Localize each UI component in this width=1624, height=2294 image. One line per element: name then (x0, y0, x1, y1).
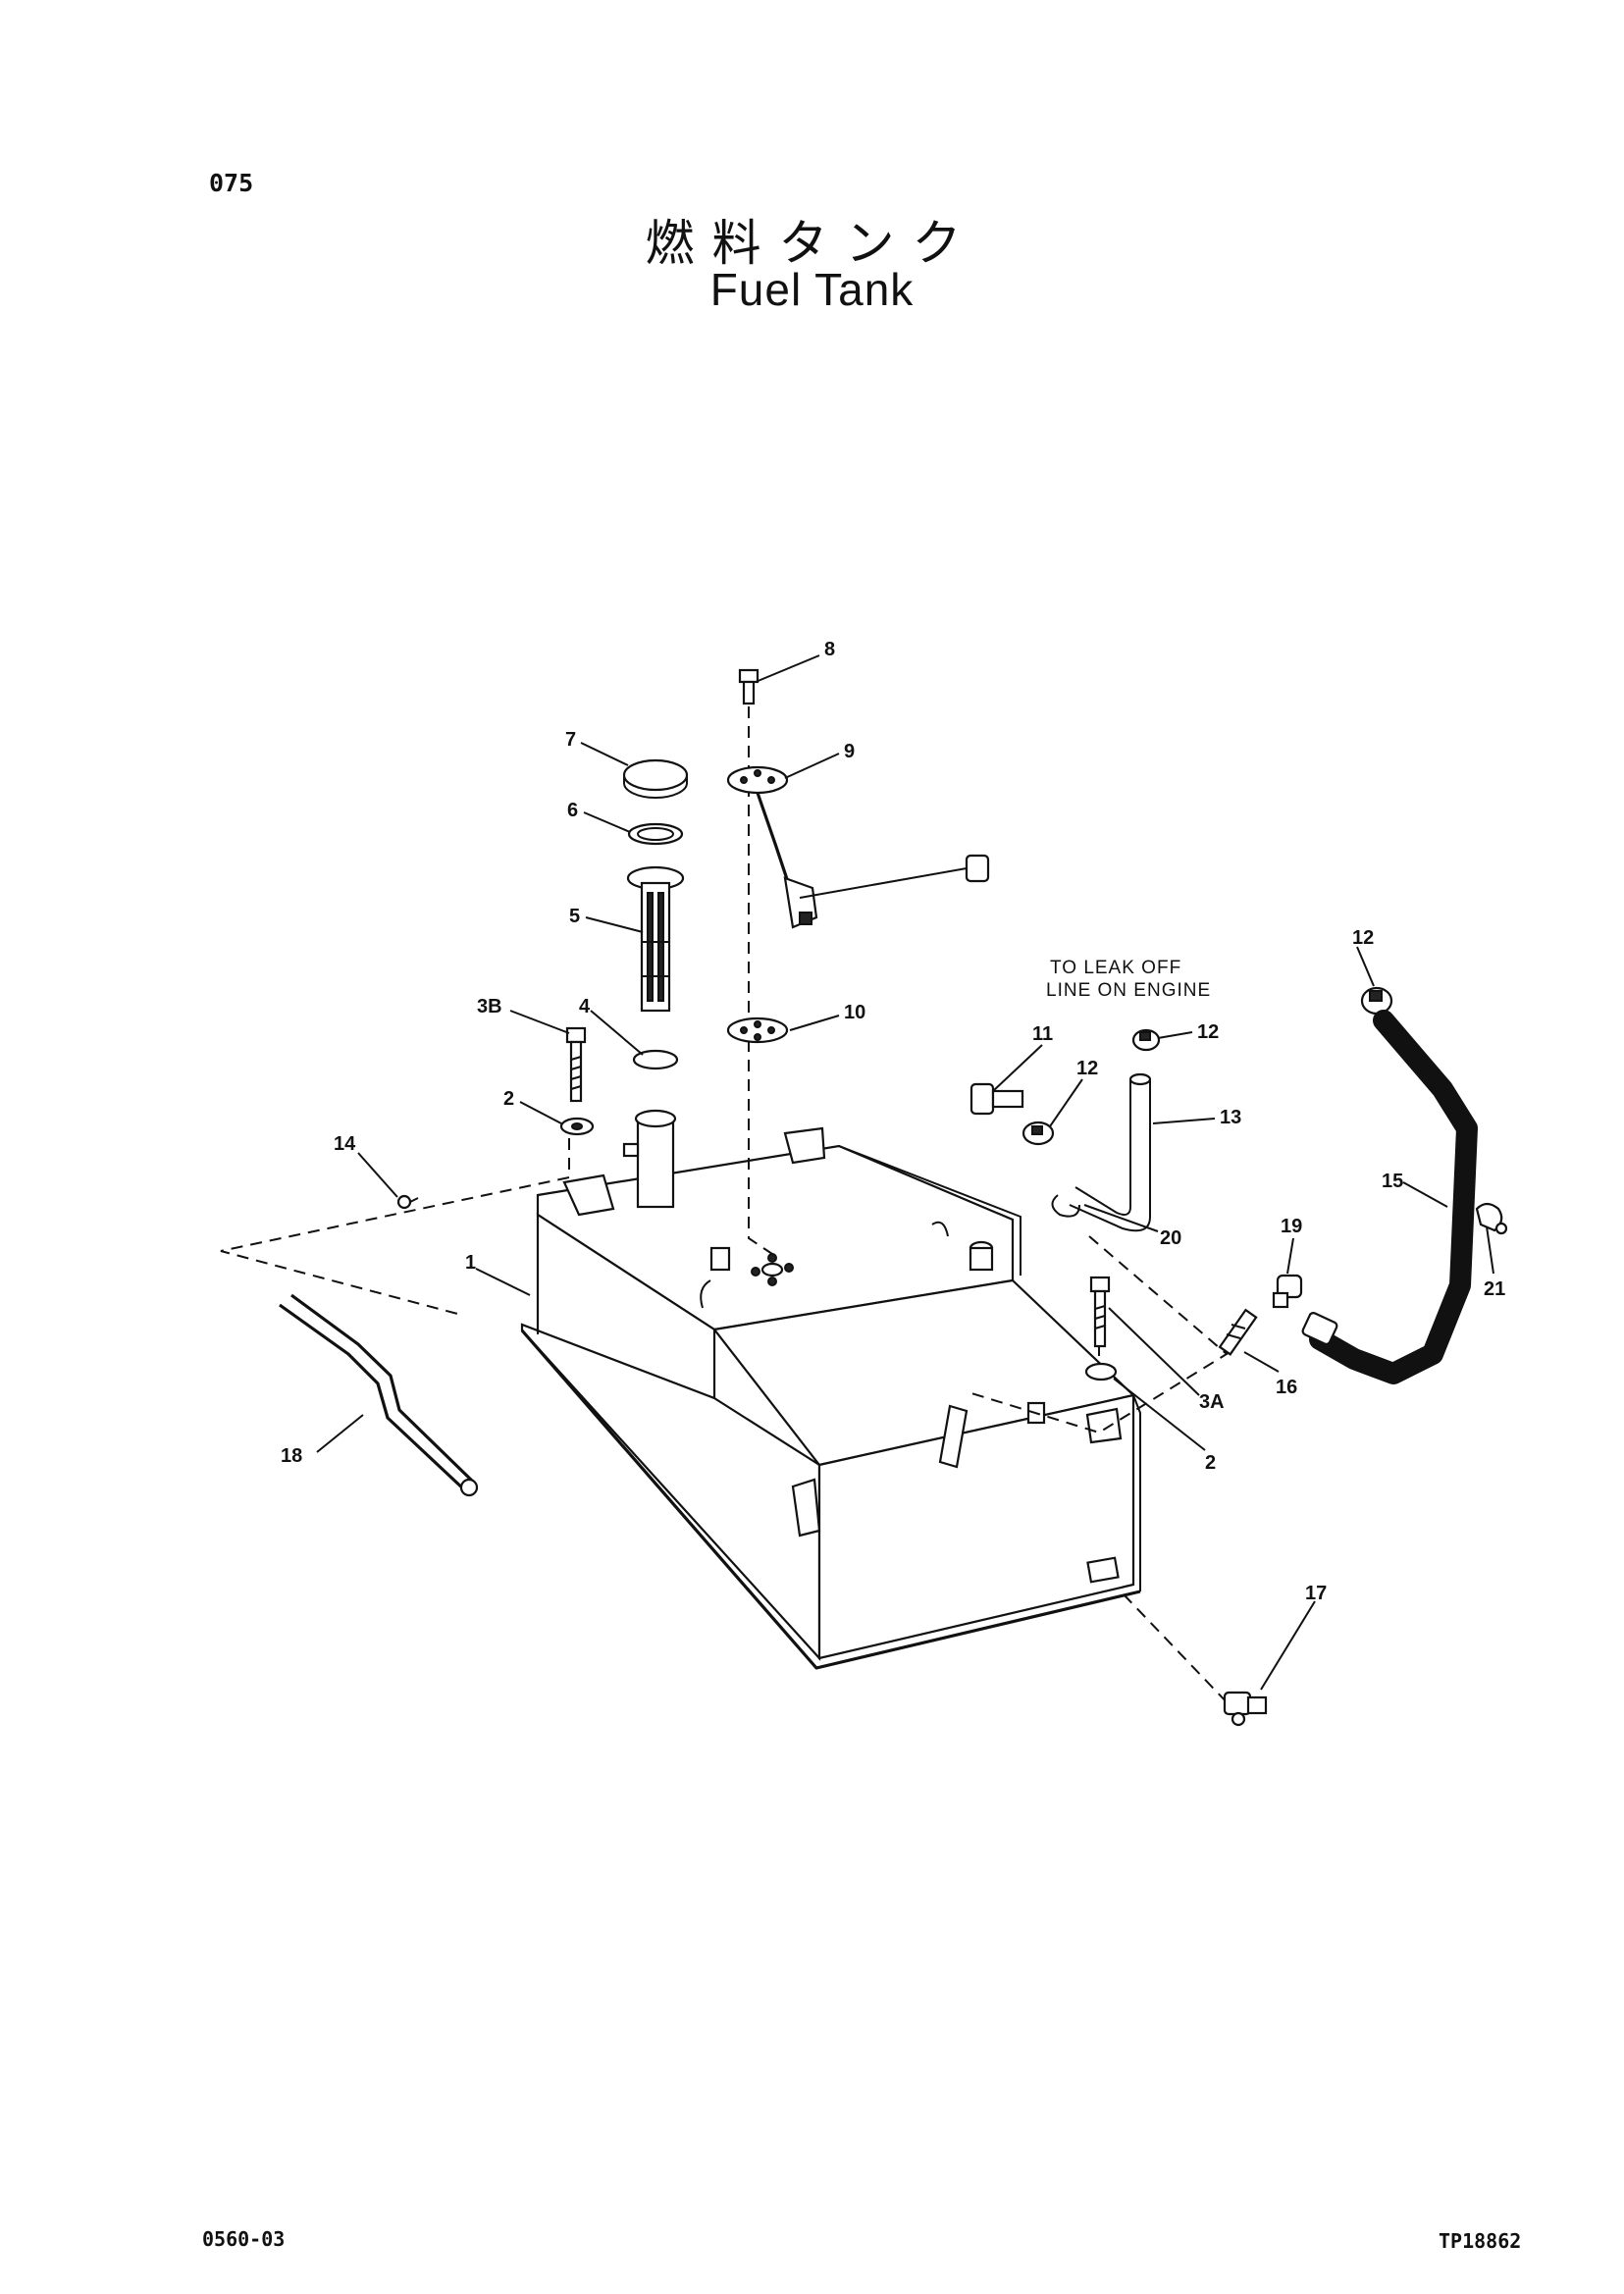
tank-clip-left (700, 1279, 711, 1309)
callout-11: 11 (1032, 1023, 1053, 1045)
part-8-bolt (738, 668, 760, 705)
callout-8: 8 (824, 639, 835, 660)
callout-6: 6 (567, 800, 578, 821)
callout-18: 18 (281, 1445, 302, 1467)
callout-9: 9 (844, 741, 855, 762)
callout-2-left: 2 (503, 1088, 514, 1110)
part-11-elbow (969, 1082, 1024, 1116)
callout-7: 7 (565, 729, 576, 751)
part-18-hose (279, 1303, 468, 1493)
callout-4: 4 (579, 996, 591, 1017)
part-14-clamp (396, 1194, 419, 1210)
callout-5: 5 (569, 906, 580, 927)
note-line-2: LINE ON ENGINE (1046, 980, 1211, 1001)
callout-12-c: 12 (1352, 927, 1374, 949)
callout-16: 16 (1276, 1377, 1297, 1398)
callout-3a: 3A (1199, 1391, 1225, 1413)
note-line-1: TO LEAK OFF (1050, 958, 1181, 978)
title-english: Fuel Tank (709, 264, 915, 315)
part-7-filler-cap (622, 758, 689, 799)
filler-neck (622, 1109, 677, 1209)
part-9-fuel-sender (726, 765, 990, 929)
page-number: 075 (209, 169, 254, 197)
part-10-sender-gasket (726, 1017, 789, 1044)
callout-1: 1 (465, 1252, 476, 1274)
callout-14: 14 (334, 1133, 356, 1155)
part-17-drain-valve (1223, 1691, 1268, 1727)
tank-clip-right (931, 1221, 949, 1237)
part-12-clamp-b (1131, 1028, 1161, 1052)
callout-3b: 3B (477, 996, 502, 1017)
tank-bracket-right (1085, 1407, 1123, 1444)
part-13-hose (1069, 1072, 1152, 1232)
callout-12-a: 12 (1076, 1058, 1098, 1079)
part-16-fitting (1218, 1308, 1258, 1356)
part-5-strainer (626, 865, 685, 1013)
tank-bracket-left (562, 1173, 615, 1217)
gauge-mount-hole (751, 1253, 794, 1286)
fuel-tank-body (520, 1109, 1141, 1670)
part-21-clamp (1475, 1202, 1508, 1235)
leader-lines (316, 654, 1494, 1691)
part-15-hose (1301, 1010, 1478, 1384)
callout-10: 10 (844, 1002, 865, 1023)
callout-20: 20 (1160, 1227, 1181, 1249)
callout-13: 13 (1220, 1107, 1241, 1128)
callout-17: 17 (1305, 1583, 1327, 1604)
part-3a-bolt (1089, 1276, 1111, 1348)
part-20-clip (1051, 1194, 1080, 1218)
tank-pipe-stub (938, 1404, 969, 1469)
drain-stub (1086, 1556, 1120, 1584)
tank-vent-fitting (709, 1246, 731, 1272)
part-19-elbow (1272, 1274, 1303, 1309)
part-12-clamp-c (1360, 986, 1393, 1016)
callout-19: 19 (1281, 1216, 1302, 1237)
footer-code: 0560-03 (202, 2227, 286, 2251)
title-japanese: 燃料タンク (645, 215, 979, 272)
tank-bracket-front (791, 1478, 821, 1538)
part-4-ring (632, 1049, 679, 1070)
part-12-clamp-a (1022, 1121, 1055, 1146)
callout-15: 15 (1382, 1171, 1403, 1192)
callout-12-b: 12 (1197, 1021, 1219, 1043)
footer-reference: TP18862 (1439, 2229, 1522, 2253)
tank-bracket-top (783, 1126, 826, 1165)
part-2-washer-right (1084, 1362, 1118, 1382)
callout-2-right: 2 (1205, 1452, 1216, 1474)
part-3b-bolt (565, 1026, 587, 1103)
callout-21: 21 (1484, 1278, 1505, 1300)
